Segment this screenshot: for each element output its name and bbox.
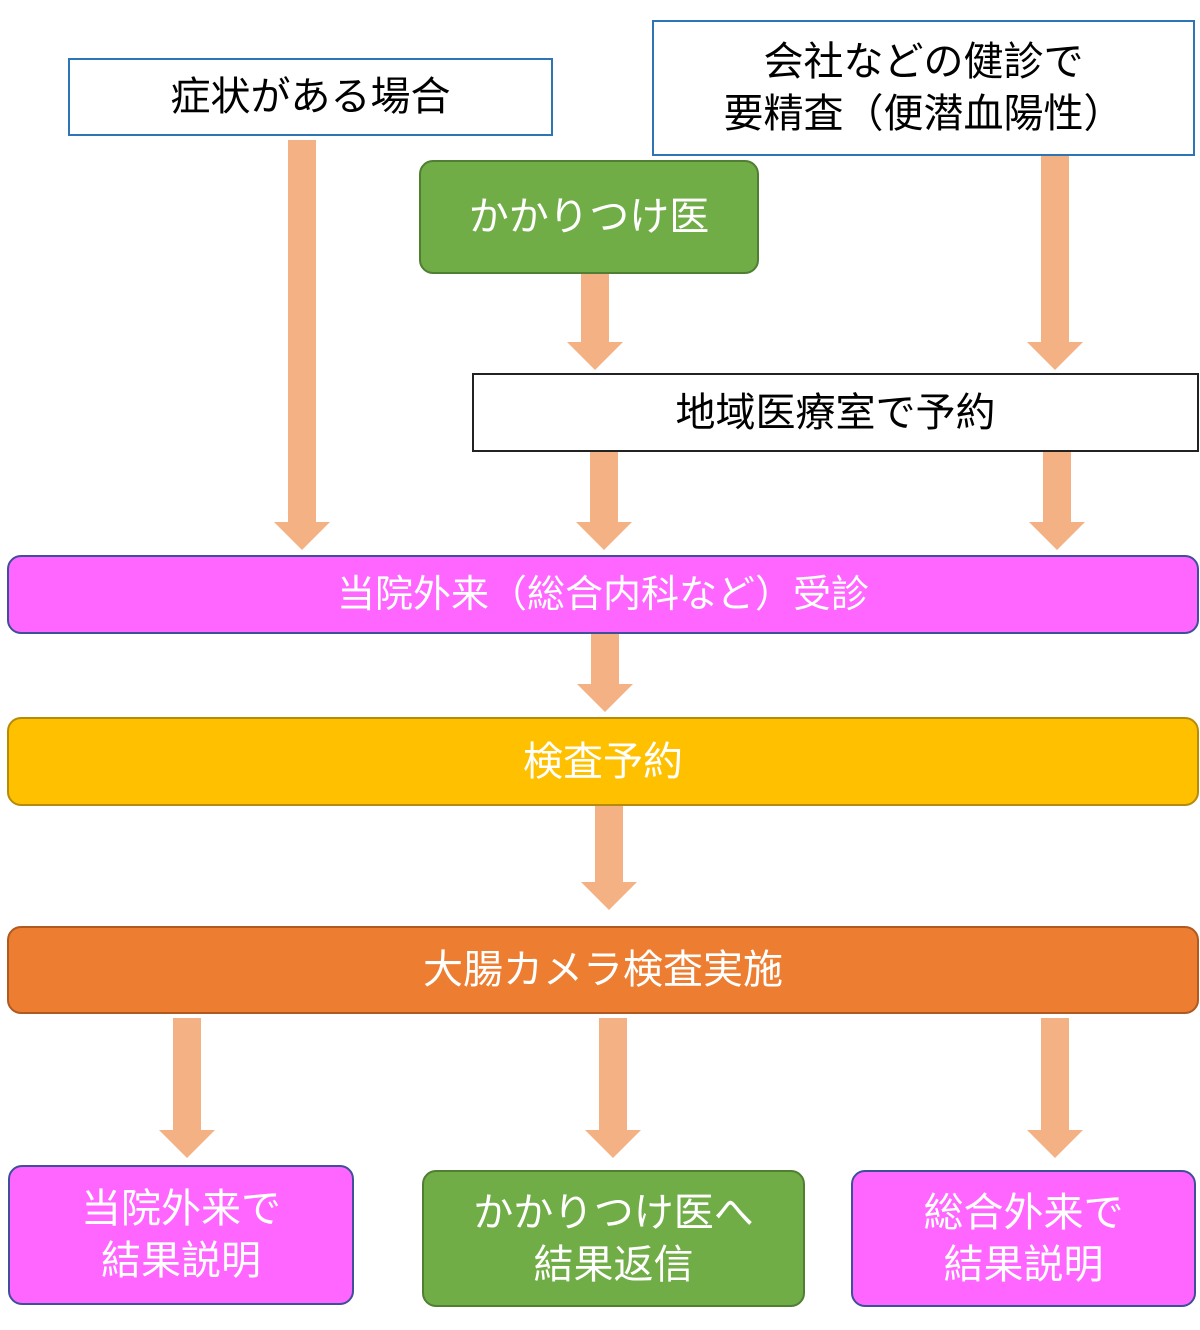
checkup-label-line2: 要精査（便潜血陽性） bbox=[723, 91, 1124, 137]
colonoscopy-box: 大腸カメラ検査実施 bbox=[7, 926, 1199, 1014]
regional-office-label: 地域医療室で予約 bbox=[675, 389, 996, 436]
result-general-line2: 結果説明 bbox=[943, 1241, 1104, 1288]
arrow-doctor-to-office bbox=[567, 274, 623, 370]
arrow-colonoscopy-to-result-mid bbox=[585, 1018, 641, 1158]
exam-booking-box: 検査予約 bbox=[7, 717, 1199, 806]
result-hospital-box: 当院外来で 結果説明 bbox=[8, 1165, 354, 1305]
result-doctor-box: かかりつけ医へ 結果返信 bbox=[422, 1170, 805, 1307]
result-general-box: 総合外来で 結果説明 bbox=[851, 1170, 1196, 1307]
arrow-symptoms-to-outpatient bbox=[274, 140, 330, 550]
regional-office-box: 地域医療室で予約 bbox=[472, 373, 1199, 452]
result-doctor-line2: 結果返信 bbox=[533, 1241, 694, 1288]
arrow-colonoscopy-to-result-left bbox=[159, 1018, 215, 1158]
arrow-office-to-outpatient-right bbox=[1029, 452, 1085, 550]
family-doctor-box: かかりつけ医 bbox=[419, 160, 759, 274]
checkup-box: 会社などの健診で 要精査（便潜血陽性） bbox=[652, 20, 1195, 156]
arrow-office-to-outpatient-mid bbox=[576, 452, 632, 550]
result-general-line1: 総合外来で bbox=[923, 1189, 1124, 1236]
outpatient-visit-box: 当院外来（総合内科など）受診 bbox=[7, 555, 1199, 634]
result-doctor-line1: かかりつけ医へ bbox=[473, 1189, 754, 1236]
family-doctor-label: かかりつけ医 bbox=[468, 194, 710, 240]
arrow-booking-to-colonoscopy bbox=[581, 806, 637, 910]
result-hospital-line2: 結果説明 bbox=[101, 1238, 261, 1284]
outpatient-visit-label: 当院外来（総合内科など）受診 bbox=[336, 571, 869, 616]
arrow-colonoscopy-to-result-right bbox=[1027, 1018, 1083, 1158]
arrow-checkup-to-office bbox=[1027, 156, 1083, 370]
colonoscopy-label: 大腸カメラ検査実施 bbox=[423, 947, 783, 993]
arrow-outpatient-to-booking bbox=[577, 634, 633, 712]
exam-booking-label: 検査予約 bbox=[523, 738, 683, 785]
checkup-label-line1: 会社などの健診で bbox=[763, 39, 1084, 85]
symptoms-box: 症状がある場合 bbox=[68, 58, 553, 136]
symptoms-label: 症状がある場合 bbox=[170, 74, 451, 120]
result-hospital-line1: 当院外来で bbox=[81, 1186, 281, 1232]
